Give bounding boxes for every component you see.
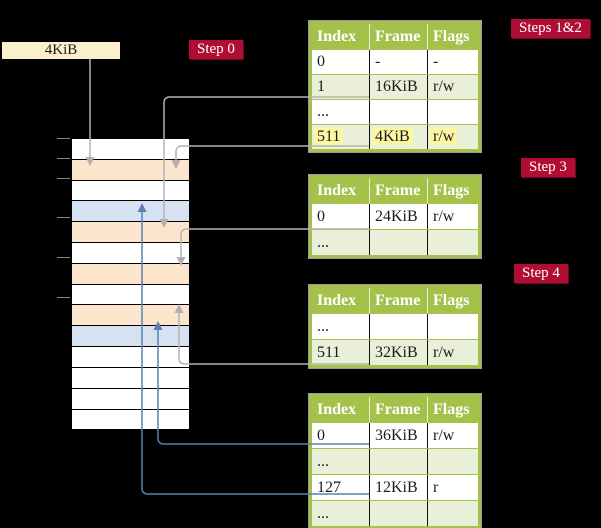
table-cell: r/w	[427, 125, 478, 149]
column-header-index: Index	[317, 401, 357, 418]
table-cell: 0	[317, 208, 325, 225]
table-cell: 36KiB	[369, 423, 427, 448]
memory-tick	[57, 297, 70, 298]
memory-row-13	[72, 410, 189, 429]
table-cell	[369, 449, 427, 474]
table-4-row-1: ...	[312, 448, 478, 474]
memory-row-4	[72, 222, 189, 243]
page-size-label-box: 4KiB	[2, 42, 120, 59]
physical-memory-column	[71, 138, 190, 430]
table-1-row-0: 0 --	[312, 50, 478, 74]
table-cell: 0	[317, 53, 325, 70]
column-header-frame: Frame	[369, 288, 427, 314]
table-cell	[427, 501, 478, 526]
memory-tick	[57, 257, 70, 258]
column-header-frame: Frame	[369, 178, 427, 204]
table-cell: 24KiB	[369, 204, 427, 229]
table-cell: r/w	[427, 75, 478, 99]
table-cell	[369, 314, 427, 339]
table-cell: -	[427, 50, 478, 74]
table-cell: ...	[317, 453, 329, 470]
label-step-3: Step 3	[521, 158, 575, 177]
table-cell: r/w	[427, 423, 478, 448]
column-header-flags: Flags	[427, 397, 478, 423]
table-cell: 4KiB	[369, 125, 427, 149]
memory-tick	[57, 178, 70, 179]
table-cell: r	[427, 475, 478, 500]
label-step-4: Step 4	[514, 264, 568, 283]
column-header-flags: Flags	[427, 288, 478, 314]
memory-row-12	[72, 389, 189, 410]
memory-tick	[57, 138, 70, 139]
table-cell	[427, 449, 478, 474]
column-header-index: Index	[317, 292, 357, 309]
memory-row-0	[72, 139, 189, 160]
table-cell: -	[369, 50, 427, 74]
table-2-row-1: ...	[312, 229, 478, 255]
table-cell: ...	[317, 103, 329, 120]
table-cell: r/w	[427, 204, 478, 229]
table-cell: 511	[317, 344, 341, 361]
label-step-0: Step 0	[189, 40, 243, 59]
memory-tick	[57, 158, 70, 159]
table-3-row-0: ...	[312, 314, 478, 339]
label-steps-1-2: Steps 1&2	[511, 19, 590, 38]
memory-row-10	[72, 347, 189, 368]
memory-row-6	[72, 264, 189, 285]
table-cell: 127	[317, 479, 341, 496]
memory-row-8	[72, 305, 189, 326]
memory-tick	[57, 217, 70, 218]
table-cell: 32KiB	[369, 340, 427, 365]
table-4-row-3: ...	[312, 500, 478, 526]
table-cell: 12KiB	[369, 475, 427, 500]
column-header-frame: Frame	[369, 24, 427, 50]
column-header-flags: Flags	[427, 178, 478, 204]
table-cell: 0	[317, 427, 325, 444]
column-header-frame: Frame	[369, 397, 427, 423]
table-cell	[427, 314, 478, 339]
table-cell: 511	[312, 125, 369, 149]
column-header-flags: Flags	[427, 24, 478, 50]
table-cell: ...	[317, 234, 329, 251]
table-cell	[369, 501, 427, 526]
table-cell: ...	[317, 505, 329, 522]
table-cell: r/w	[427, 340, 478, 365]
table-cell	[427, 100, 478, 124]
column-header-index: Index	[317, 28, 357, 45]
memory-row-3	[72, 201, 189, 222]
table-cell	[427, 230, 478, 255]
memory-row-1	[72, 160, 189, 181]
memory-row-5	[72, 243, 189, 264]
memory-row-9	[72, 326, 189, 347]
table-cell	[369, 230, 427, 255]
table-cell: ...	[317, 318, 329, 335]
column-header-index: Index	[317, 182, 357, 199]
table-1-row-2: ...	[312, 99, 478, 124]
memory-row-2	[72, 181, 189, 201]
memory-row-7	[72, 285, 189, 305]
table-cell: 1	[317, 78, 325, 95]
table-cell: 16KiB	[369, 75, 427, 99]
memory-row-11	[72, 368, 189, 389]
table-cell	[369, 100, 427, 124]
